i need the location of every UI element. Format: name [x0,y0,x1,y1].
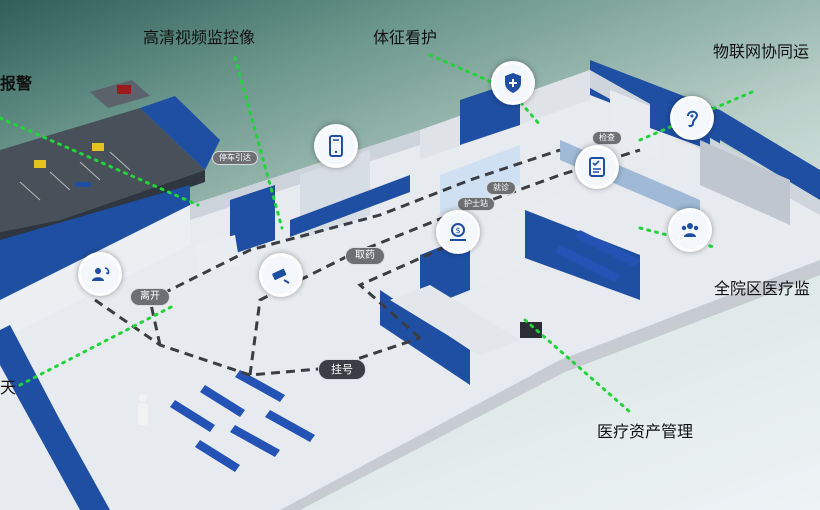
walking-routes [94,148,641,377]
waiting-chairs [170,230,640,472]
svg-text:$: $ [455,226,460,235]
staff-group-icon [668,208,712,252]
ear-icon [670,96,714,140]
floor-label-exam: 检查 [592,131,622,145]
callout-video-monitoring: 高清视频监控像 [143,28,256,47]
callout-iot-operations: 物联网协同运 [713,42,810,61]
person-figure [138,322,542,425]
callout-asset-management: 医疗资产管理 [597,422,694,441]
phone-icon [314,124,358,168]
callout-alarm: 报警 [0,74,33,93]
checklist-icon [575,145,619,189]
user-swap-icon [78,252,122,296]
vitals-shield-icon [491,61,535,105]
callout-hospital-monitoring: 全院区医疗监 [714,279,811,298]
floor-label-leave: 离开 [130,288,170,306]
floor-label-register: 挂号 [318,359,366,381]
callout-left-edge: 天 [0,378,17,397]
callout-vitals-care: 体征看护 [373,28,438,47]
payment-icon: $ [436,210,480,254]
floor-label-nurse-station: 护士站 [457,197,495,211]
floor-label-pharmacy: 取药 [345,247,385,265]
floor-label-parking: 停车引达 [212,151,258,165]
floor-label-consult: 就诊 [486,181,516,195]
camera-icon [259,253,303,297]
